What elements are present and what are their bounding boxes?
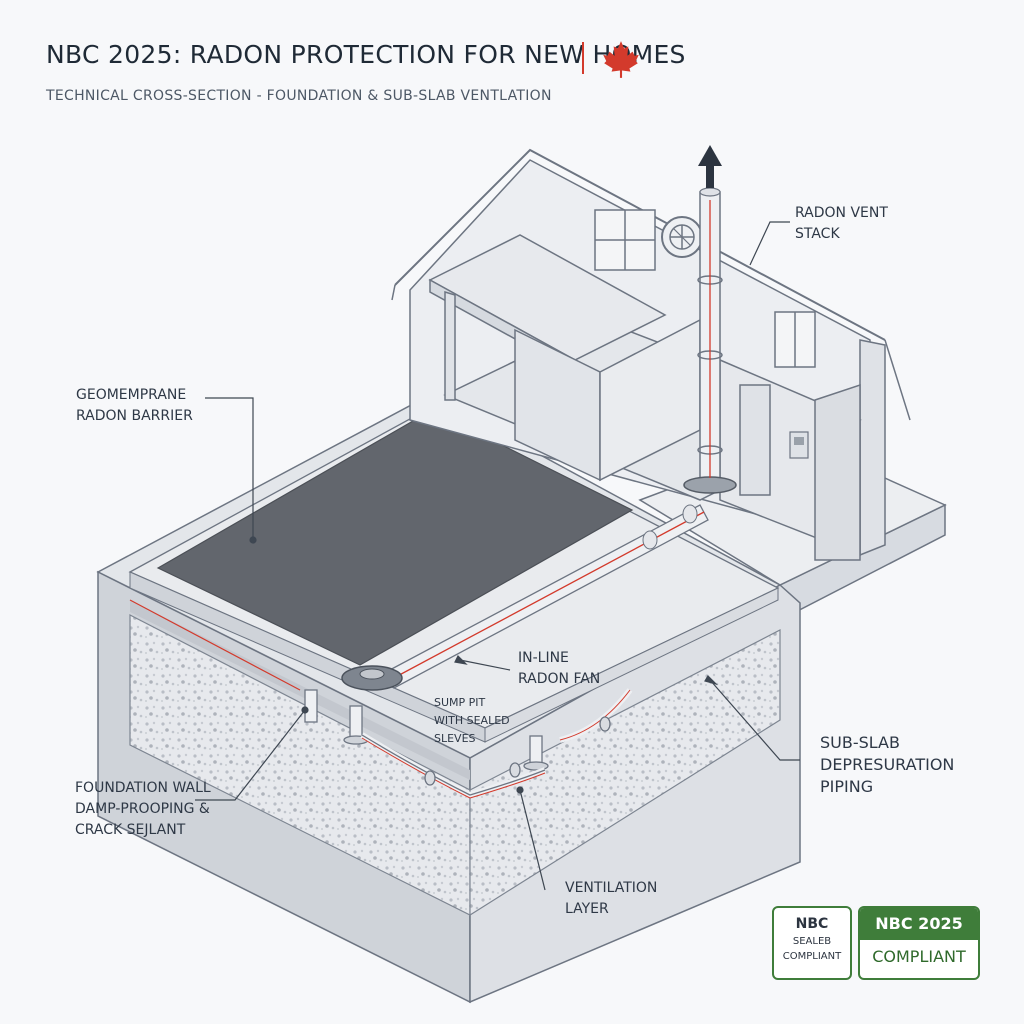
label-radon-vent-stack: RADON VENT STACK — [795, 205, 888, 242]
page-title: NBC 2025: RADON PROTECTION FOR NEW HOMES — [46, 40, 686, 69]
gravel-cut-right — [469, 629, 781, 917]
label-in-line-radon-fan: IN-LINE RADON FAN — [518, 650, 601, 687]
label-sump-pit: SUMP PIT WITH SEALED SLEVES — [434, 696, 510, 745]
label-geomembrane-barrier: GEOMEMPRANE RADON BARRIER — [76, 387, 193, 424]
badge-solid-bottom: COMPLIANT — [872, 947, 966, 966]
badge-outline-line1: NBC — [795, 916, 829, 932]
thermostat-icon — [789, 431, 809, 459]
in-line-radon-fan — [341, 665, 403, 691]
badge-solid-top: NBC 2025 — [860, 908, 978, 940]
badge-outline-line2: SEALEB — [792, 936, 832, 947]
up-arrow-icon — [698, 145, 722, 188]
fan-icon — [661, 216, 703, 258]
label-ventilation-layer: VENTILATION LAYER — [565, 880, 658, 917]
radon-vent-stack — [683, 187, 737, 494]
sub-slab-piping-red — [129, 599, 301, 691]
leader-lines — [195, 221, 800, 891]
nbc-2025-compliant-badge: NBC 2025 COMPLIANT — [858, 906, 980, 980]
badge-outline-line3: COMPLIANT — [782, 951, 842, 962]
sump-pit-pipes — [304, 688, 633, 799]
title-divider — [582, 42, 584, 74]
geomembrane-barrier — [156, 409, 634, 666]
nbc-sealed-compliant-badge: NBC SEALEB COMPLIANT — [772, 906, 852, 980]
label-foundation-wall: FOUNDATION WALL DAMP-PROOPING & CRACK SE… — [75, 780, 211, 838]
maple-leaf-icon — [603, 41, 639, 78]
label-sub-slab-piping: SUB-SLAB DEPRESURATION PIPING — [820, 733, 955, 796]
page-subtitle: TECHNICAL CROSS-SECTION - FOUNDATION & S… — [46, 88, 552, 104]
